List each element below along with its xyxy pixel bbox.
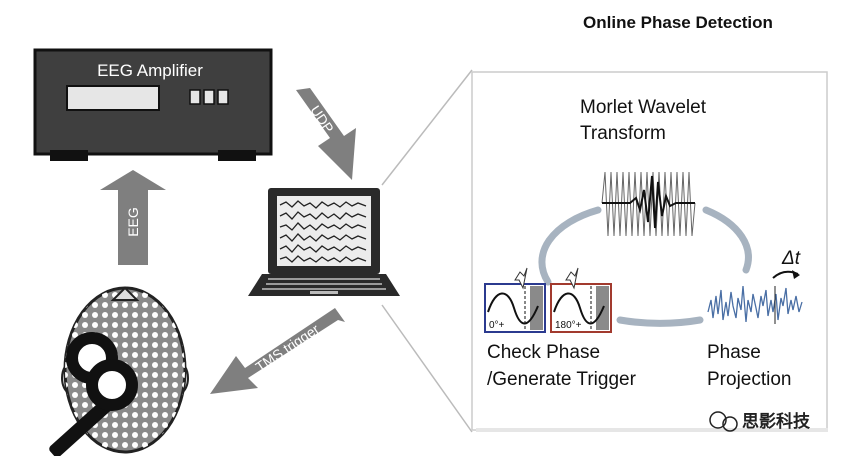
udp-arrow: UDP — [296, 88, 356, 180]
eeg-arrow: EEG — [100, 170, 166, 265]
morlet-wavelet — [601, 171, 696, 237]
laptop-screen — [277, 196, 371, 266]
projection-label-line2: Projection — [707, 369, 792, 390]
amplifier-display — [66, 85, 160, 111]
processing-cycle — [538, 206, 752, 327]
tms-coil — [49, 332, 138, 456]
phase-box-180: 180°+ — [550, 267, 612, 333]
phase-projection-signal: Δt — [707, 248, 803, 324]
zoom-line-bottom — [381, 304, 473, 433]
delta-t-label: Δt — [781, 248, 801, 269]
eeg-arrow-label: EEG — [125, 207, 141, 237]
tms-arrow-label: TMS trigger — [252, 321, 322, 375]
wavelet-label-line2: Transform — [580, 123, 666, 144]
laptop — [248, 188, 400, 296]
wavelet-label-line1: Morlet Wavelet — [580, 97, 707, 118]
tms-trigger-arrow: TMS trigger — [210, 308, 345, 394]
watermark: 思影科技 — [709, 411, 811, 432]
diagram-title: Online Phase Detection — [583, 13, 773, 32]
phase-box-180-label: 180°+ — [555, 320, 582, 331]
zoom-line-top — [381, 69, 473, 186]
projection-label-line1: Phase — [707, 342, 761, 363]
eeg-amplifier: EEG Amplifier — [33, 48, 273, 161]
phase-box-0-label: 0°+ — [489, 320, 505, 331]
check-phase-label-line1: Check Phase — [487, 342, 600, 363]
amplifier-label: EEG Amplifier — [97, 61, 203, 80]
online-phase-panel: Morlet Wavelet Transform 0°+ 180°+ Δt — [471, 71, 828, 432]
watermark-text: 思影科技 — [742, 411, 811, 431]
phase-box-0: 0°+ — [484, 267, 546, 333]
check-phase-label-line2: /Generate Trigger — [487, 369, 637, 390]
